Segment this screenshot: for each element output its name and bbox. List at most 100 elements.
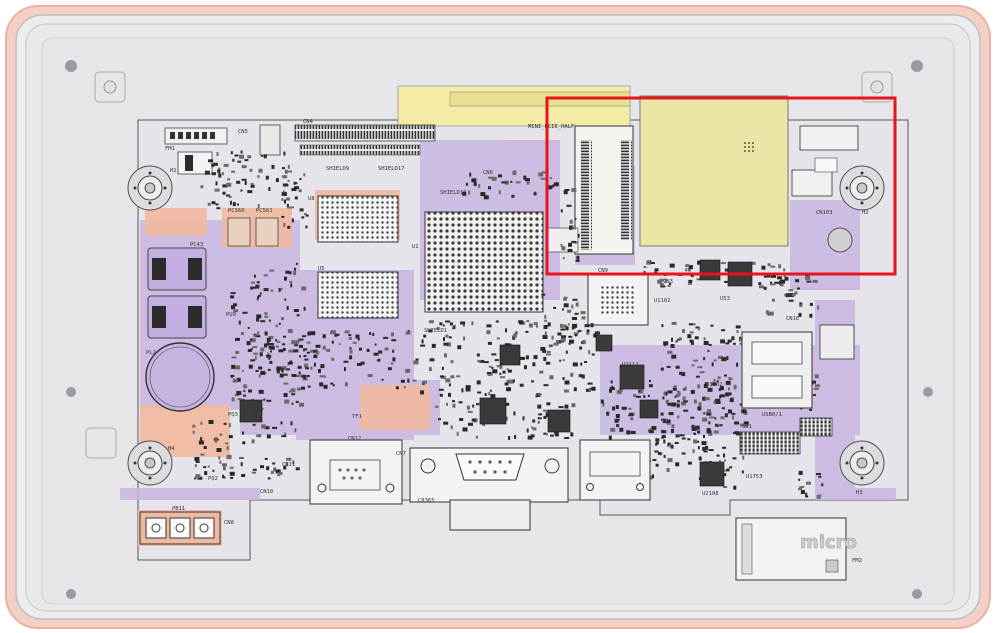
- smd-part: [313, 355, 318, 359]
- smd-part: [612, 406, 616, 411]
- smd-part: [706, 430, 712, 434]
- smd-part: [236, 391, 242, 395]
- smd-part: [231, 305, 235, 310]
- connector-cn4: [294, 124, 436, 142]
- smd-part: [735, 431, 740, 436]
- smd-part: [286, 457, 292, 461]
- smd-part: [669, 282, 671, 285]
- smd-part: [284, 298, 287, 301]
- smd-part: [260, 320, 266, 323]
- smd-part: [403, 386, 406, 389]
- smd-part: [788, 299, 794, 302]
- smd-part: [726, 356, 729, 361]
- label-h1: H1: [170, 168, 177, 174]
- smd-part: [499, 372, 502, 375]
- smd-part: [636, 395, 641, 398]
- smd-part: [218, 173, 222, 178]
- smd-part: [671, 354, 677, 359]
- smd-part: [216, 207, 221, 210]
- smd-part: [549, 345, 552, 348]
- smd-part: [223, 422, 227, 425]
- smd-part: [269, 360, 273, 364]
- smd-part: [699, 371, 705, 374]
- smd-part: [296, 314, 300, 317]
- smd-part: [662, 396, 665, 400]
- smd-part: [367, 374, 373, 377]
- smd-part: [563, 297, 568, 301]
- smd-part: [239, 154, 245, 159]
- smd-part: [275, 178, 279, 183]
- smd-part: [729, 398, 734, 403]
- smd-part: [266, 434, 271, 439]
- smd-part: [295, 400, 299, 403]
- smd-part: [480, 192, 486, 197]
- smd-part: [465, 387, 471, 392]
- label-cn6: CN6: [483, 170, 493, 176]
- smd-part: [719, 395, 722, 399]
- smd-part: [523, 175, 527, 180]
- smd-part: [574, 333, 578, 337]
- smd-part: [390, 362, 394, 365]
- smd-part: [794, 291, 798, 295]
- smd-part: [478, 183, 481, 188]
- smd-part: [702, 396, 707, 401]
- smd-part: [211, 201, 216, 205]
- connector-db9: [409, 447, 569, 531]
- smd-part: [792, 293, 795, 297]
- smd-part: [731, 336, 735, 341]
- smd-part: [682, 329, 685, 333]
- smd-part: [682, 388, 686, 391]
- smd-part: [602, 402, 605, 407]
- silkscreen-labels: CN4 CN5 FM1 MINI_PCIE_HALF CN6 CN3 U1 U5…: [146, 119, 869, 564]
- smd-part: [507, 369, 512, 373]
- smd-part: [723, 486, 728, 488]
- smd-part: [247, 327, 250, 329]
- smd-part: [349, 355, 353, 360]
- smd-part: [671, 429, 674, 433]
- smd-part: [215, 181, 218, 186]
- smd-part: [698, 327, 701, 331]
- smd-part: [413, 360, 419, 365]
- smd-part: [506, 387, 511, 392]
- smd-part: [439, 393, 443, 397]
- smd-part: [551, 335, 554, 340]
- label-shield-b: SHIELD17: [378, 166, 405, 172]
- smd-part: [726, 392, 732, 396]
- smd-part: [222, 476, 226, 479]
- smd-part: [243, 390, 246, 393]
- smd-part: [567, 309, 572, 313]
- smd-part: [678, 337, 682, 341]
- ic-chip: [239, 399, 263, 423]
- smd-part: [722, 446, 727, 449]
- smd-part: [242, 311, 248, 314]
- smd-part: [733, 384, 737, 389]
- smd-part: [258, 374, 261, 378]
- smd-part: [298, 338, 304, 341]
- smd-part: [230, 476, 234, 479]
- smd-part: [284, 432, 287, 436]
- smd-part: [477, 360, 482, 363]
- smd-part: [456, 375, 461, 378]
- ic-chip: [595, 334, 613, 352]
- smd-part: [461, 388, 464, 393]
- smd-part: [655, 438, 660, 442]
- smd-part: [456, 431, 459, 436]
- smd-part: [579, 346, 583, 350]
- smd-part: [286, 206, 292, 209]
- smd-part: [214, 188, 220, 192]
- smd-part: [545, 353, 551, 356]
- smd-part: [512, 335, 516, 340]
- smd-part: [506, 402, 510, 406]
- smd-part: [284, 399, 290, 404]
- smd-part: [200, 185, 204, 189]
- smd-part: [263, 274, 268, 277]
- smd-part: [675, 365, 680, 369]
- smd-part: [561, 246, 566, 251]
- smd-part: [428, 320, 434, 324]
- smd-part: [682, 396, 686, 401]
- smd-part: [237, 160, 242, 163]
- smd-part: [536, 324, 538, 328]
- smd-part: [744, 424, 749, 427]
- smd-part: [685, 264, 690, 268]
- label-cn5: CN5: [238, 129, 248, 135]
